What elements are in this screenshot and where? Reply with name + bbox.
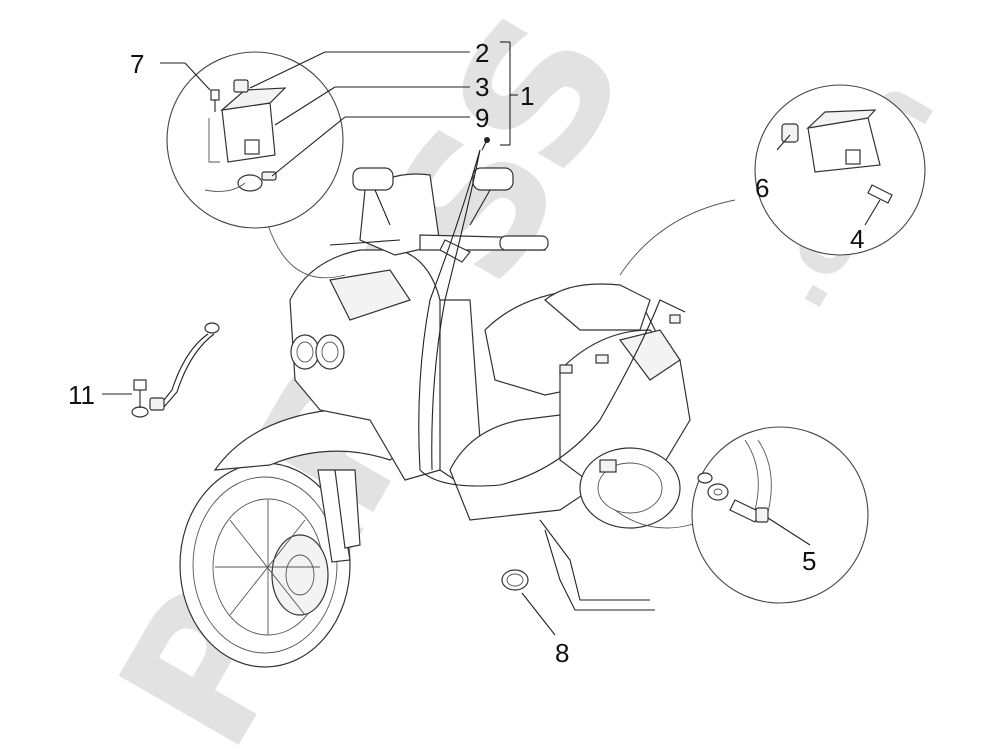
callout-labels: 7 2 3 9 1 6 4 5 8 11 [68,38,864,668]
callout-7: 7 [130,49,144,79]
callout-8: 8 [555,638,569,668]
scooter-illustration [179,149,691,668]
callout-3: 3 [475,72,489,102]
hose-clamp [501,569,529,591]
main-wiring-harness [418,149,686,487]
callout-5: 5 [802,546,816,576]
headlight-left [290,334,320,370]
center-stand [539,519,650,601]
mirrors [352,167,514,226]
handlebar [329,234,549,263]
front-wheel [179,462,351,668]
callout-11: 11 [68,380,95,410]
callout-1: 1 [520,81,534,111]
ground-cable [131,322,220,418]
callout-2: 2 [475,38,489,68]
detail-ground-bolt [614,426,869,604]
rear-wheel [579,447,681,529]
callout-4: 4 [850,224,864,254]
headlight-right [315,334,345,370]
leader-lines [102,41,881,636]
callout-9: 9 [475,103,489,133]
front-fork [317,469,351,563]
detail-battery-box-right [619,84,926,276]
callout-6: 6 [755,173,769,203]
harness-clip [559,364,573,374]
detail-battery-box-top-left [166,51,346,279]
